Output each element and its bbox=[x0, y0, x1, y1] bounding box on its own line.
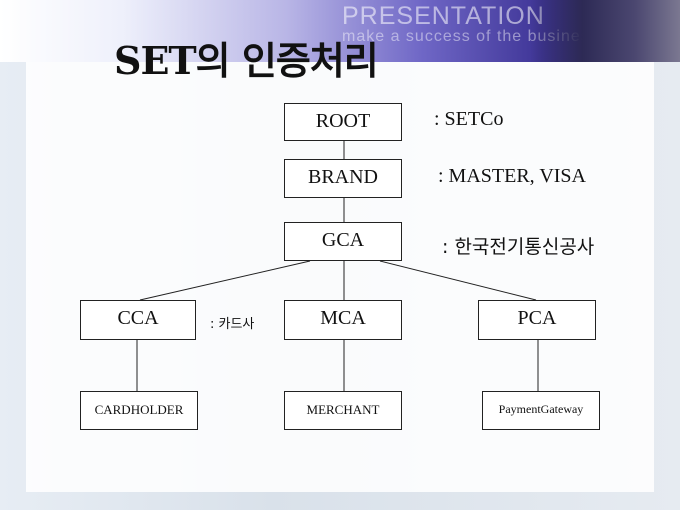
header-banner: PRESENTATION make a success of the busin… bbox=[0, 0, 680, 62]
node-mca: MCA bbox=[284, 300, 402, 340]
node-cca-label: CCA bbox=[117, 307, 159, 329]
node-gca: GCA bbox=[284, 222, 402, 261]
node-root-label: ROOT bbox=[315, 110, 371, 132]
banner-photo bbox=[530, 0, 680, 62]
slide-title: SET의 인증처리 bbox=[114, 38, 379, 83]
note-brand: : MASTER, VISA bbox=[438, 165, 586, 187]
node-paymentgateway-label: PaymentGateway bbox=[498, 402, 584, 416]
edge-gca-cca bbox=[139, 260, 311, 301]
node-pca: PCA bbox=[478, 300, 596, 340]
node-pca-label: PCA bbox=[517, 307, 557, 329]
node-gca-label: GCA bbox=[321, 229, 365, 251]
node-brand: BRAND bbox=[284, 159, 402, 198]
edge-gca-pca bbox=[379, 260, 537, 301]
node-brand-label: BRAND bbox=[307, 166, 378, 188]
node-cardholder-label: CARDHOLDER bbox=[94, 402, 184, 417]
node-cca: CCA bbox=[80, 300, 196, 340]
node-cardholder: CARDHOLDER bbox=[80, 391, 198, 430]
note-gca: : 한국전기통신공사 bbox=[442, 236, 595, 258]
node-root: ROOT bbox=[284, 103, 402, 141]
node-mca-label: MCA bbox=[320, 307, 366, 329]
note-cca: : 카드사 bbox=[210, 317, 255, 332]
banner-title: PRESENTATION bbox=[342, 2, 545, 30]
node-paymentgateway: PaymentGateway bbox=[482, 391, 600, 430]
node-merchant: MERCHANT bbox=[284, 391, 402, 430]
node-merchant-label: MERCHANT bbox=[306, 402, 380, 417]
note-root: : SETCo bbox=[434, 108, 504, 130]
